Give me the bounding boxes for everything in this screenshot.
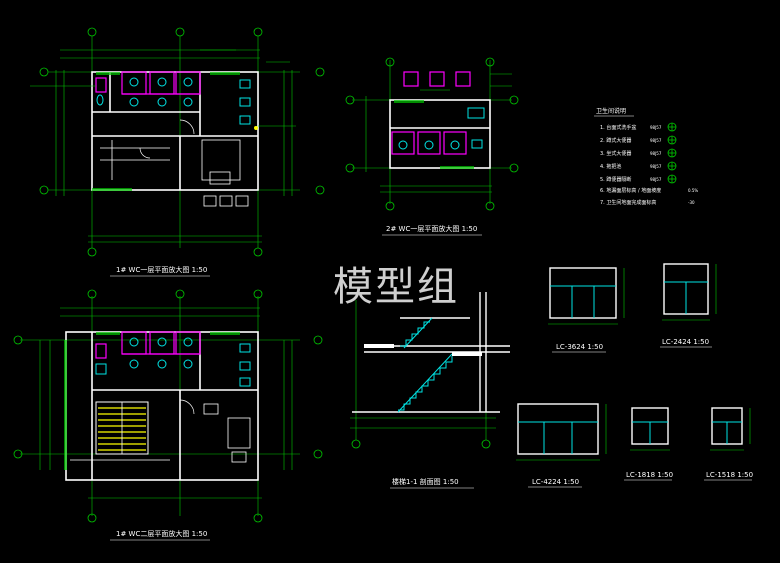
plan-1-title: 1# WC一层平面放大图 1:50	[116, 265, 207, 274]
legend-item-3: 3. 坐式大便器	[600, 150, 631, 157]
window-label-lc-1518: LC-1518 1:50	[706, 471, 753, 479]
plan-1-wc-first-floor: 1# WC一层平面放大图 1:50	[30, 27, 325, 277]
legend-code-1: 98J57	[650, 125, 662, 130]
window-label-lc-3624: LC-3624 1:50	[556, 343, 603, 351]
legend-heading: 卫生间说明	[596, 107, 626, 115]
plan-1-wc-second-floor: 1# WC二层平面放大图 1:50	[13, 289, 323, 541]
plan-2-title: 2# WC一层平面放大图 1:50	[386, 224, 477, 233]
legend-item-1: 1. 台面式洗手盆	[600, 124, 636, 131]
window-lc-1818: LC-1818 1:50	[624, 407, 673, 481]
window-lc-3624: LC-3624 1:50	[548, 267, 625, 353]
legend-code-2: 98J57	[650, 138, 662, 143]
window-label-lc-1818: LC-1818 1:50	[626, 471, 673, 479]
plan-2-wc-first-floor: 2# WC一层平面放大图 1:50	[345, 57, 519, 236]
window-lc-1518: LC-1518 1:50	[704, 407, 753, 481]
legend-code-7: -30	[688, 200, 695, 205]
legend-item-2: 2. 蹲式大便器	[600, 137, 631, 144]
section-title: 楼梯1-1 剖面图 1:50	[392, 477, 459, 486]
legend-code-3: 98J57	[650, 151, 662, 156]
window-lc-2424: LC-2424 1:50	[660, 263, 717, 348]
plan-3-title: 1# WC二层平面放大图 1:50	[116, 529, 207, 538]
window-label-lc-4224: LC-4224 1:50	[532, 478, 579, 486]
legend-code-6: 0.5%	[688, 188, 698, 193]
window-label-lc-2424: LC-2424 1:50	[662, 338, 709, 346]
legend-item-7: 7. 卫生间地面完成面标高	[600, 199, 656, 206]
legend-item-5: 5. 蹲便器隔断	[600, 176, 631, 183]
legend-block: 卫生间说明 1. 台面式洗手盆 2. 蹲式大便器 3. 坐式大便器 4. 拖把池…	[594, 107, 698, 206]
stair-plan	[95, 401, 149, 455]
legend-code-5: 98J57	[650, 177, 662, 182]
legend-item-6: 6. 地漏面层标高 / 地面坡度	[600, 187, 661, 194]
watermark: 模型组	[333, 264, 459, 310]
legend-item-4: 4. 拖把池	[600, 163, 621, 170]
window-lc-4224: LC-4224 1:50	[516, 403, 607, 488]
legend-code-4: 98J57	[650, 164, 662, 169]
stair-section: 楼梯1-1 剖面图 1:50	[350, 292, 510, 489]
